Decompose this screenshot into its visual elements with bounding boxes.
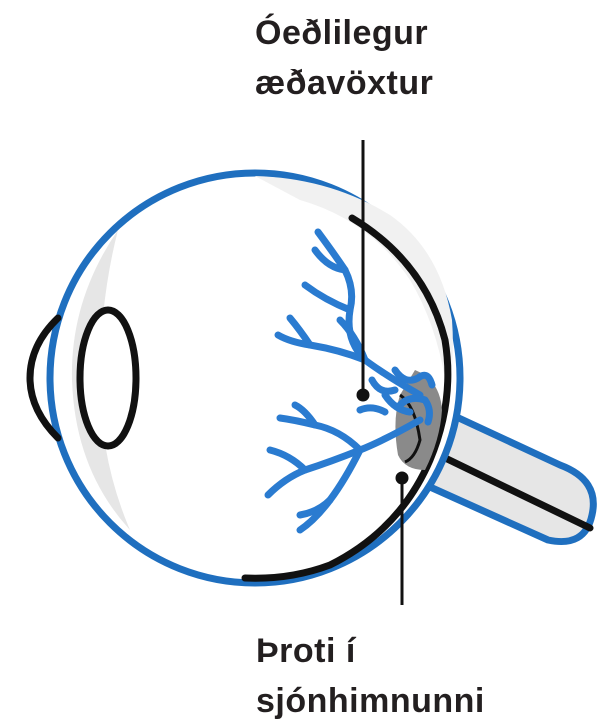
label-retinal-edema: Þroti í sjónhimnunni xyxy=(256,626,485,726)
label-top-line1: Óeðlilegur xyxy=(255,8,433,58)
label-top-line2: æðavöxtur xyxy=(255,58,433,108)
pointer-dot-top xyxy=(358,390,368,400)
label-abnormal-vessel-growth: Óeðlilegur æðavöxtur xyxy=(255,8,433,108)
label-bottom-line2: sjónhimnunni xyxy=(256,676,485,726)
pointer-dot-bottom xyxy=(397,473,407,483)
label-bottom-line1: Þroti í xyxy=(256,626,485,676)
